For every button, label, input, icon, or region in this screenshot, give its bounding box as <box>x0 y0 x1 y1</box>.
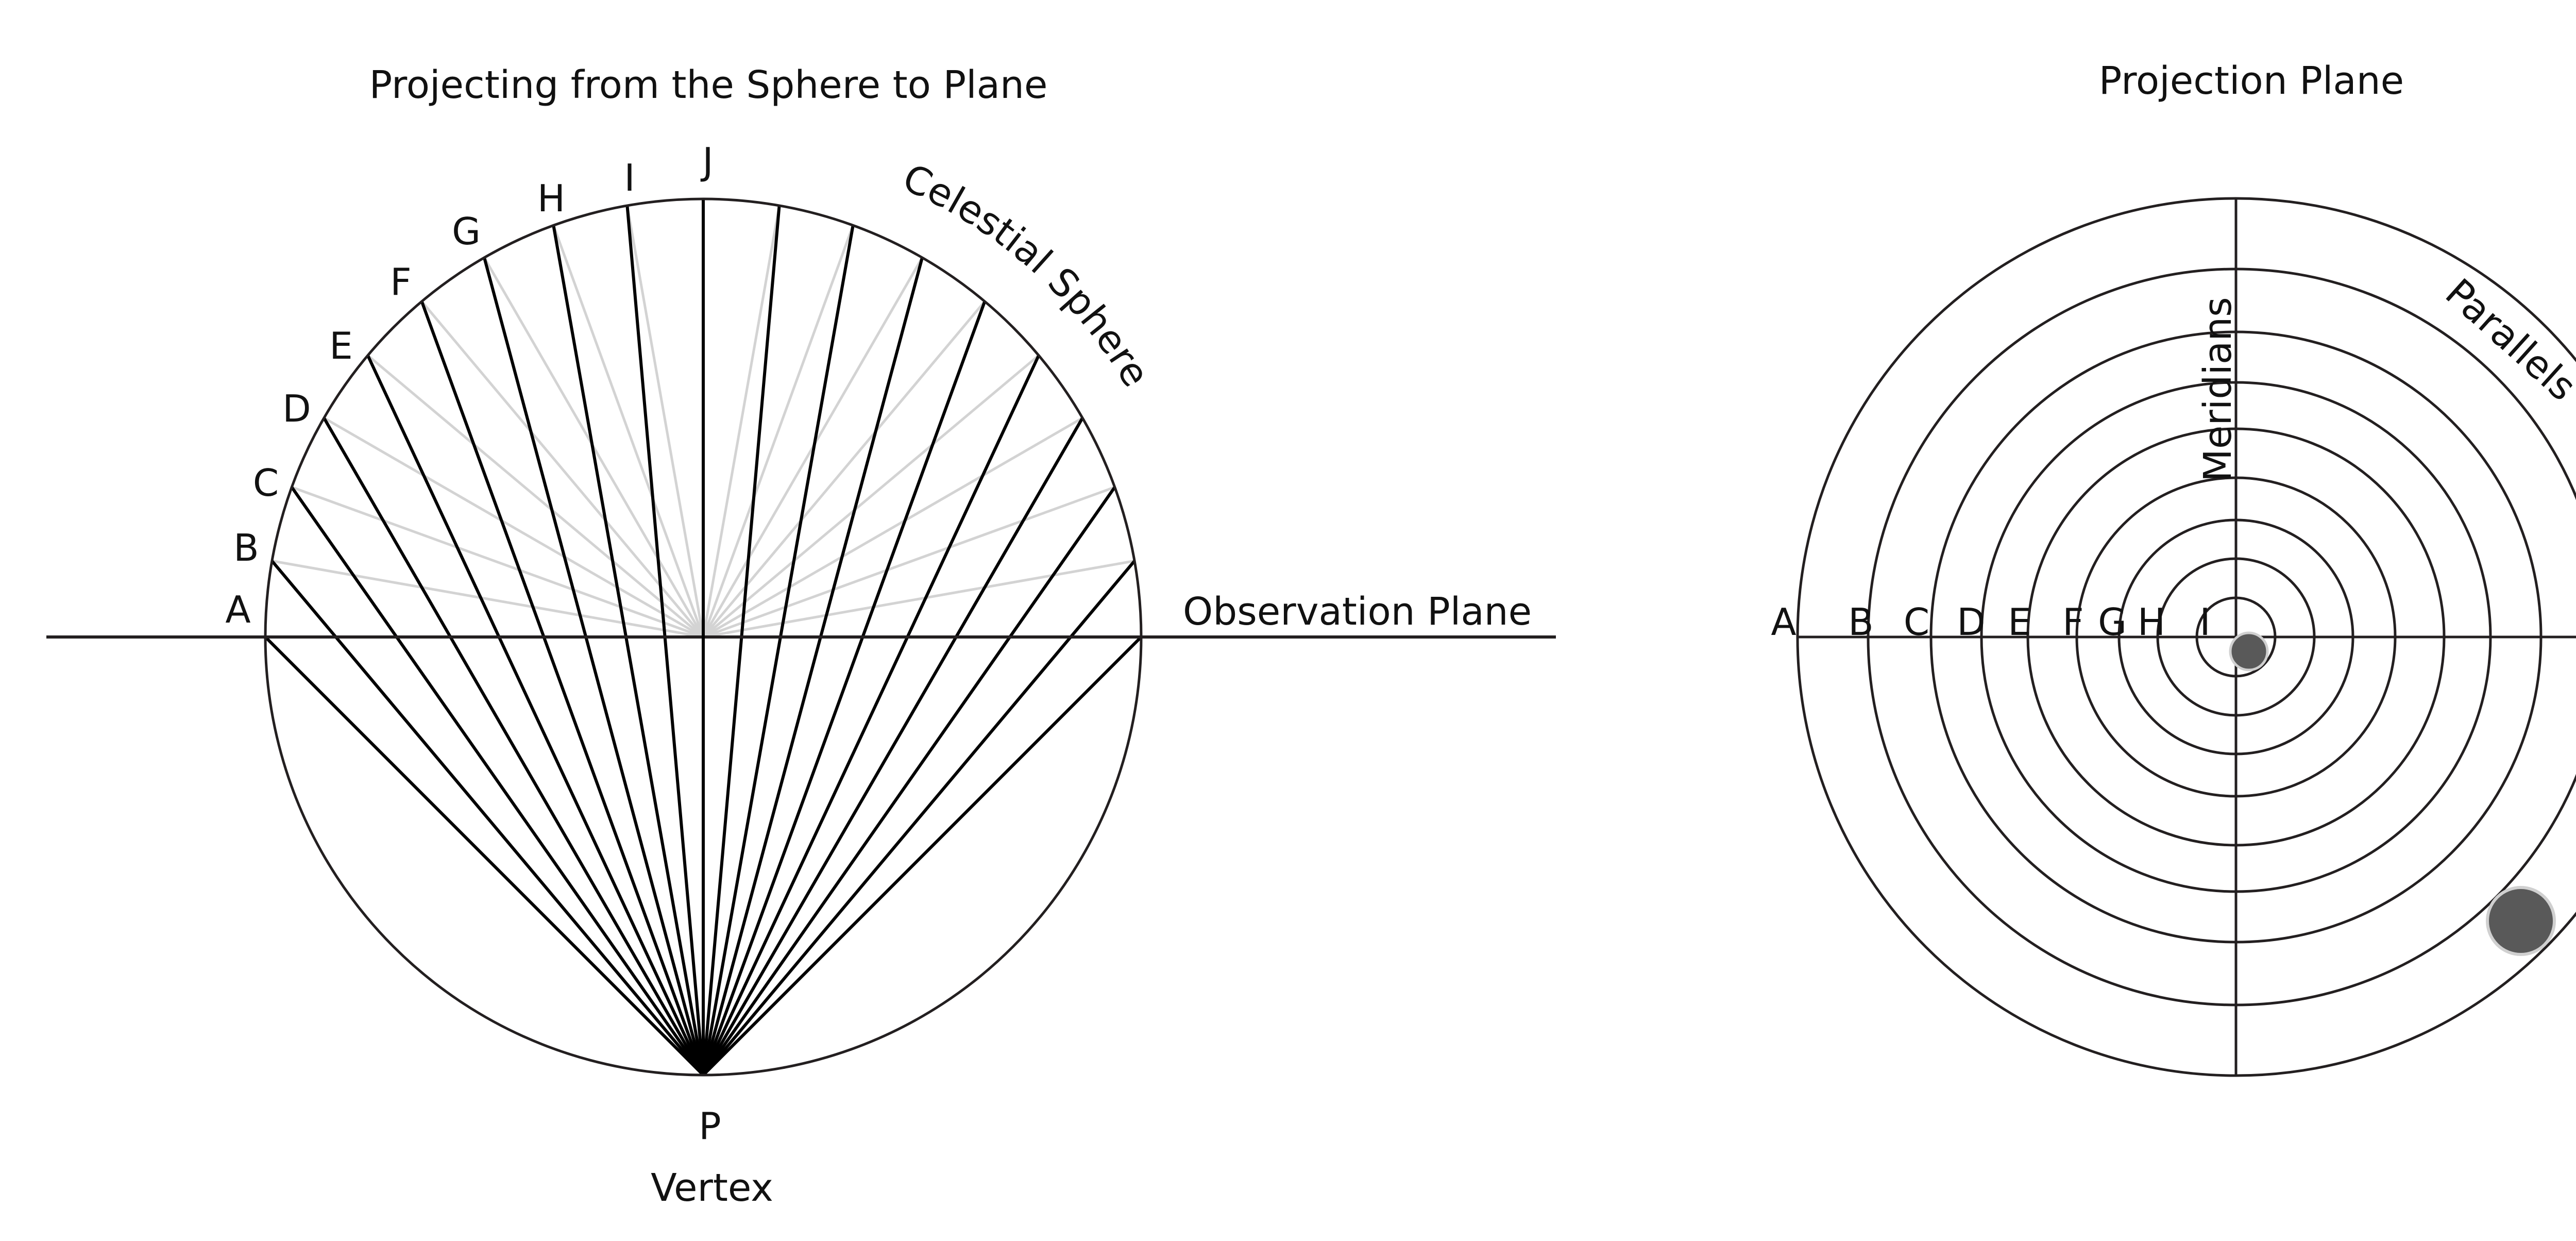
vertex-projection-line <box>366 355 705 1076</box>
ring-label-i: I <box>2199 600 2210 644</box>
center-ray-line <box>702 354 1040 638</box>
center-ray-line <box>702 416 1083 639</box>
right-diagram-title: Projection Plane <box>2099 59 2404 103</box>
point-label-b: B <box>233 526 259 569</box>
ring-label-d: D <box>1957 600 1985 644</box>
right-diagram-projection-plane: Projection Plane A B C D E F G H I Merid… <box>1771 59 2576 1077</box>
vertex-projection-line <box>702 225 855 1076</box>
vertex-letter: P <box>699 1104 721 1148</box>
ring-label-e: E <box>2008 600 2031 644</box>
center-ray-line <box>272 559 704 639</box>
vertex-projection-line <box>290 486 705 1076</box>
vertex-projection-line <box>702 635 1143 1077</box>
center-ray-line <box>702 300 986 638</box>
vertex-projection-line <box>702 257 924 1076</box>
point-label-c: C <box>253 461 279 505</box>
vertex-projection-line <box>702 300 987 1076</box>
ring-label-b: B <box>1848 600 1873 644</box>
ring-label-h: H <box>2138 600 2165 644</box>
center-ray-line <box>552 225 705 638</box>
small-dot-marker <box>2229 631 2269 672</box>
sphere-point-labels: A B C D E F G H I J <box>225 140 713 631</box>
ring-label-g: G <box>2098 600 2127 644</box>
point-label-a: A <box>225 588 250 631</box>
vertex-projection-line <box>483 257 705 1076</box>
vertex-projection-line <box>552 225 705 1076</box>
left-diagram-sphere-to-plane: Projecting from the Sphere to Plane A B … <box>46 63 1556 1210</box>
vertex-projection-line <box>323 417 705 1076</box>
center-ray-line <box>420 300 704 638</box>
center-ray-line <box>702 205 781 638</box>
point-label-j: J <box>700 140 713 183</box>
vertex-projection-line <box>420 300 705 1076</box>
vertex-projection-line <box>702 486 1116 1076</box>
vertex-projection-line <box>702 417 1084 1076</box>
point-label-e: E <box>329 324 353 367</box>
center-ray-line <box>291 485 704 639</box>
center-ray-line <box>367 354 704 638</box>
center-ray-line <box>323 416 704 639</box>
observation-plane-label: Observation Plane <box>1183 590 1532 634</box>
point-label-d: D <box>282 387 311 430</box>
center-ray-line <box>703 559 1135 639</box>
center-ray-line <box>625 205 705 638</box>
celestial-sphere-circle <box>264 197 1143 1077</box>
vertex-projection-line <box>264 635 705 1077</box>
center-ray-line <box>703 485 1115 639</box>
ring-label-a: A <box>1771 600 1796 644</box>
left-diagram-title: Projecting from the Sphere to Plane <box>369 63 1048 107</box>
meridians-label: Meridians <box>2196 297 2240 482</box>
vertex-label: Vertex <box>651 1166 773 1210</box>
vertex-projection-line <box>625 205 705 1076</box>
point-label-i: I <box>624 156 635 199</box>
ring-labels: A B C D E F G H I <box>1771 600 2210 644</box>
vertex-projection-line <box>702 205 781 1076</box>
ring-label-c: C <box>1904 600 1929 644</box>
center-ray-line <box>702 225 855 638</box>
vertex-projection-line <box>702 560 1136 1076</box>
vertex-projection-line <box>270 560 705 1076</box>
ring-label-f: F <box>2062 600 2083 644</box>
point-label-g: G <box>452 210 481 253</box>
large-dot-marker <box>2486 886 2556 956</box>
vertex-projection-line <box>702 355 1040 1076</box>
point-label-f: F <box>390 260 411 304</box>
vertex-projection-lines <box>264 205 1143 1077</box>
point-label-h: H <box>537 177 565 220</box>
